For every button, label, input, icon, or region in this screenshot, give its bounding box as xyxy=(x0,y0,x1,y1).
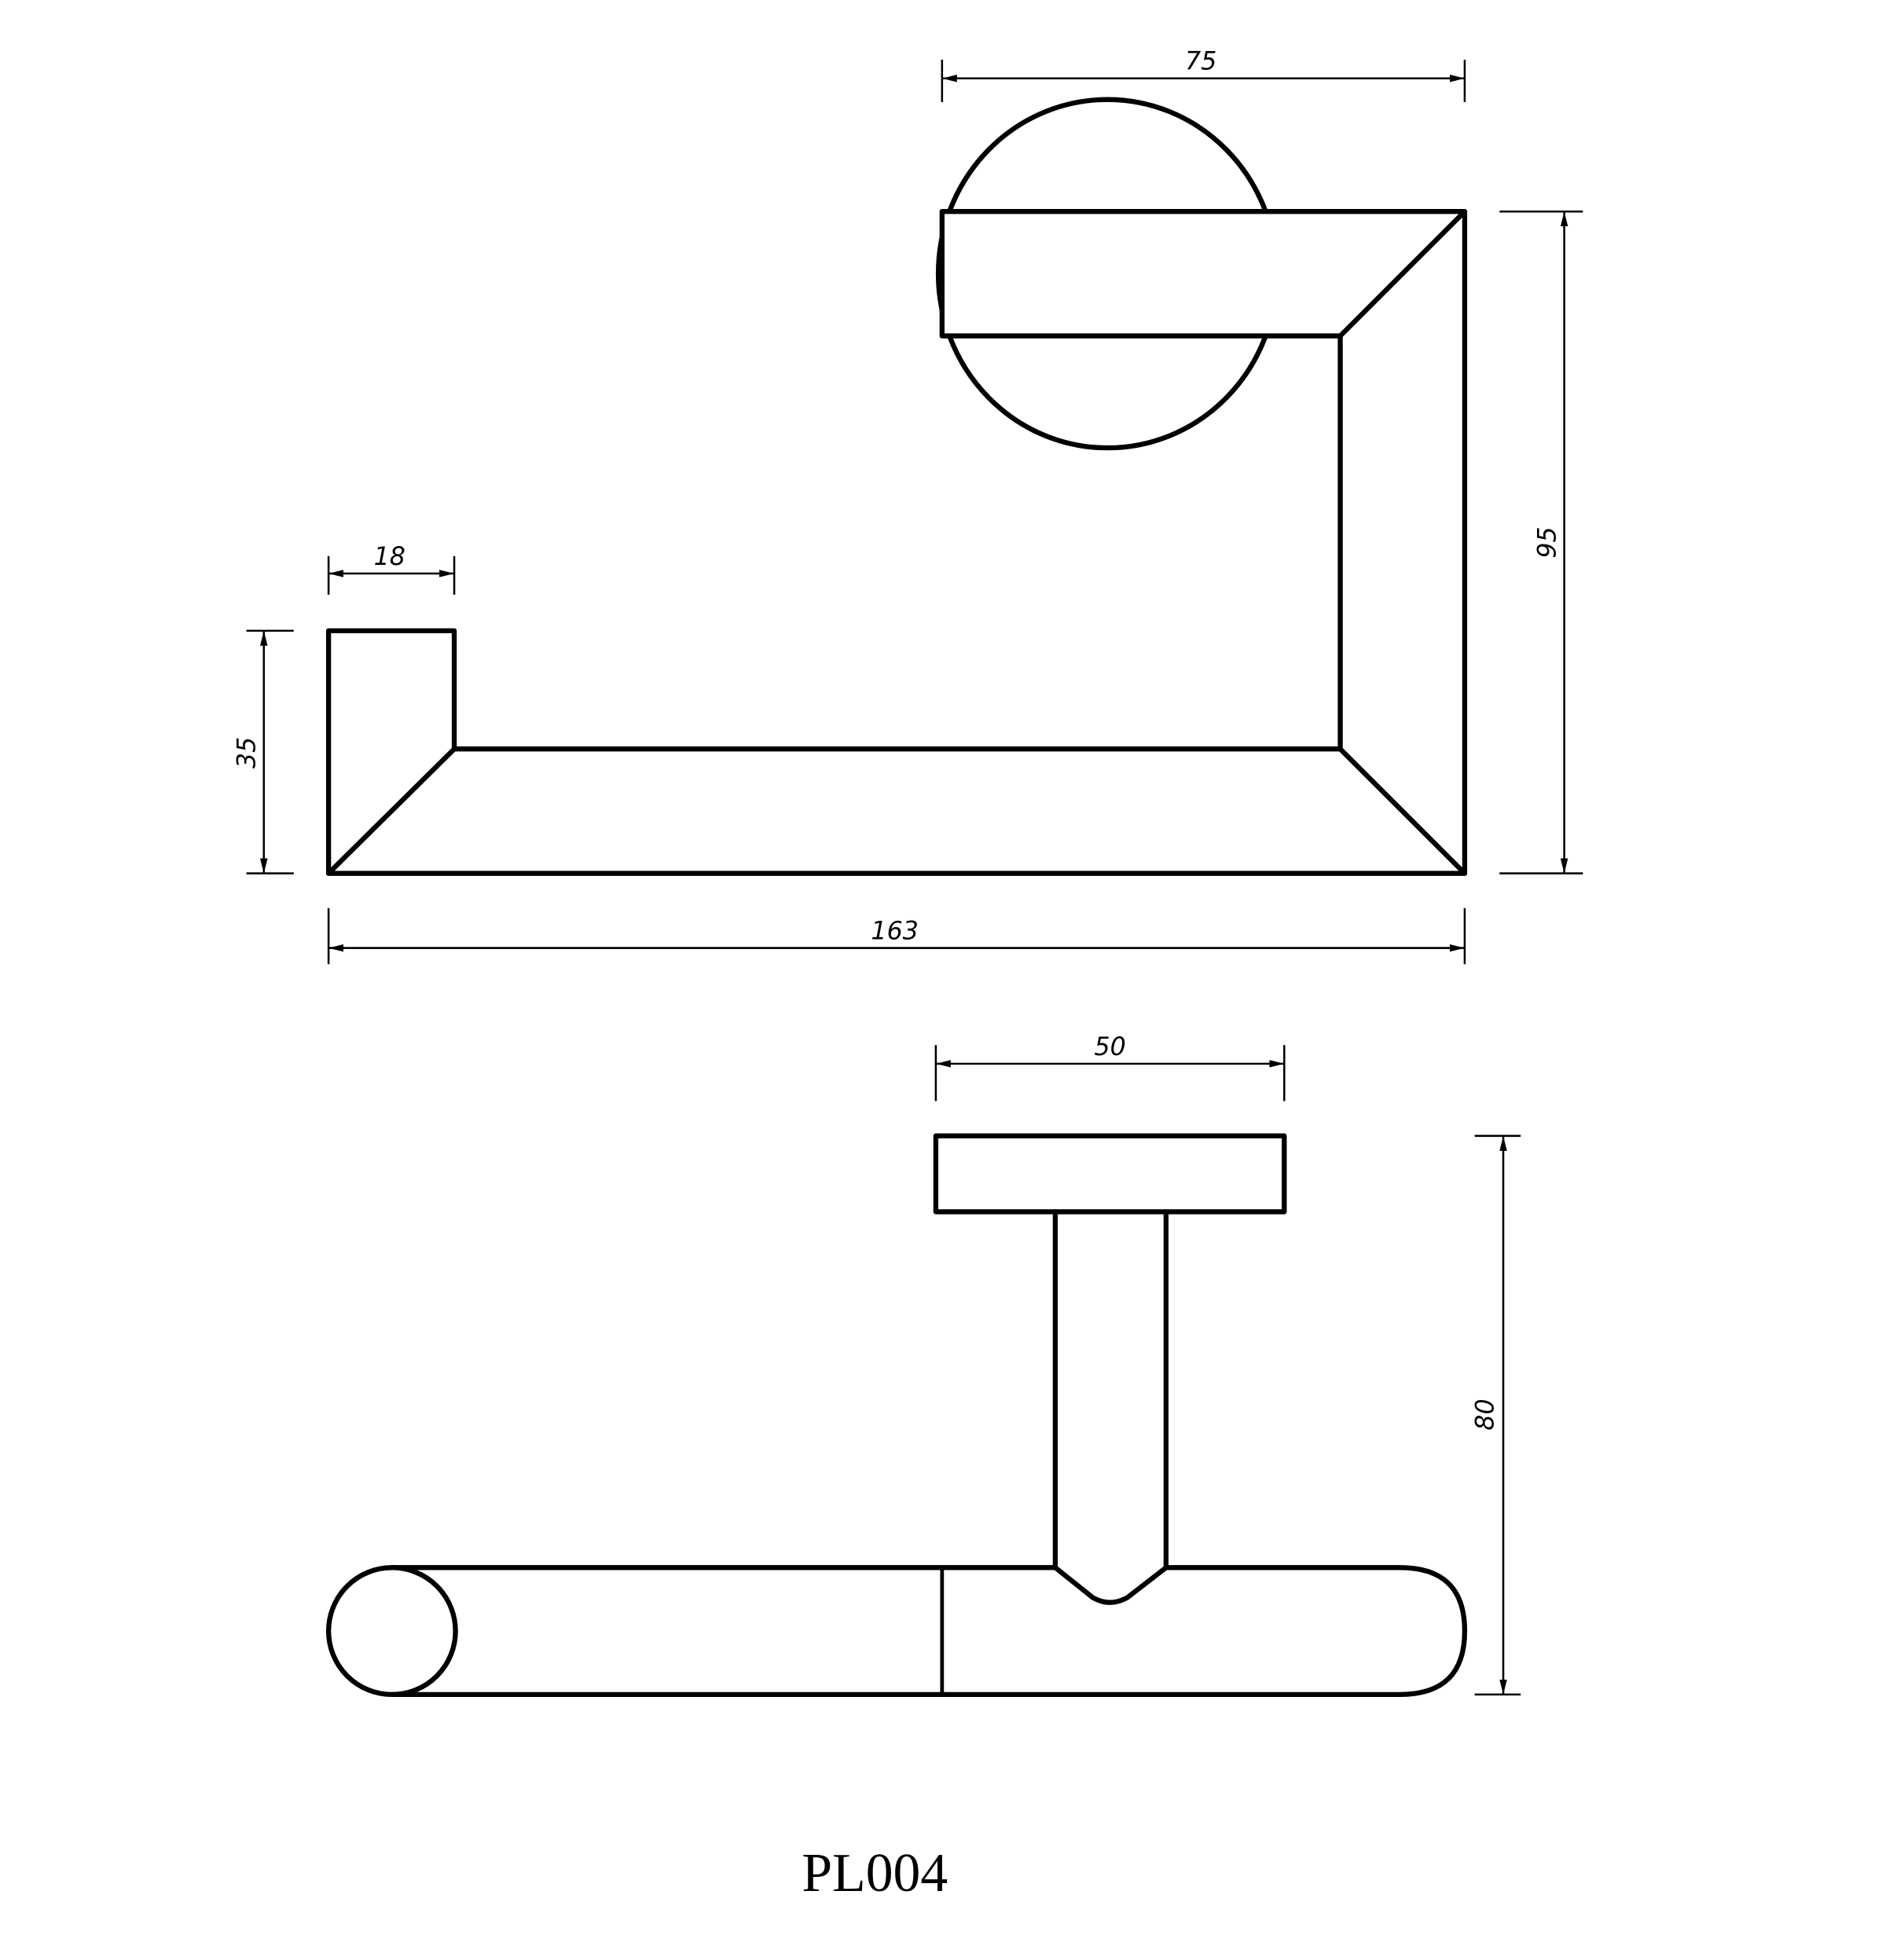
vertical-arm xyxy=(1337,209,1468,876)
end-post xyxy=(325,628,457,876)
dimension-50: 50 xyxy=(934,1033,1286,1101)
dim-label: 95 xyxy=(1534,526,1562,558)
dimension-80: 80 xyxy=(1471,1134,1521,1696)
dim-label: 80 xyxy=(1471,1398,1499,1430)
dim-label: 50 xyxy=(1094,1033,1125,1061)
model-label: PL004 xyxy=(802,1843,948,1904)
roller-bar xyxy=(389,1565,1468,1698)
roller-end-cap xyxy=(325,1565,458,1698)
top-view: 75 95 18 35 163 xyxy=(233,48,1583,965)
bottom-arm xyxy=(325,746,1468,876)
dim-label: 35 xyxy=(233,737,262,768)
dimension-18: 18 xyxy=(327,543,456,595)
dimension-95: 95 xyxy=(1499,210,1583,874)
mount-plate xyxy=(933,1133,1287,1215)
side-view: 50 80 xyxy=(325,1033,1521,1698)
dimension-163: 163 xyxy=(327,908,1466,965)
dim-label: 75 xyxy=(1185,48,1216,76)
stem xyxy=(1052,1209,1169,1605)
dimension-75: 75 xyxy=(941,48,1466,102)
dim-label: 18 xyxy=(374,543,405,571)
dimension-35: 35 xyxy=(233,629,294,874)
dim-label: 163 xyxy=(871,918,918,946)
